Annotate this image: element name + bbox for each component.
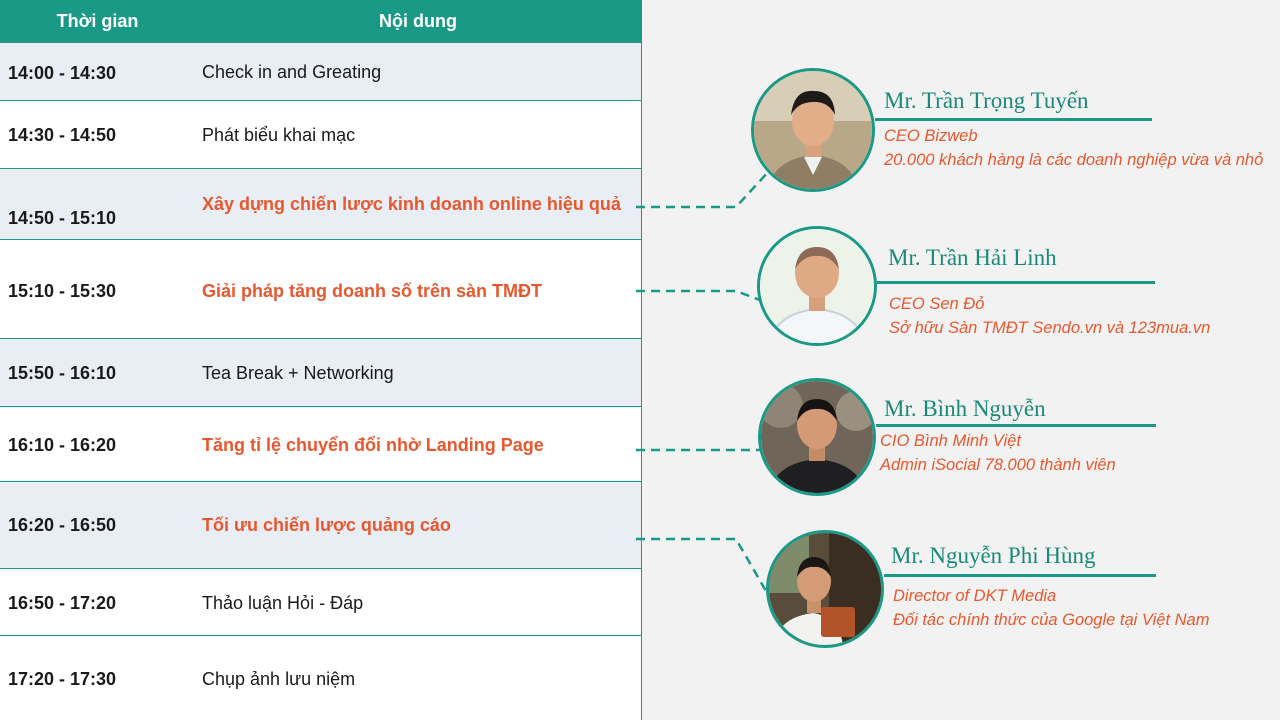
agenda-row: 16:10 - 16:20 Tăng tỉ lệ chuyển đổi nhờ … <box>0 406 641 481</box>
agenda-time: 14:00 - 14:30 <box>8 63 117 83</box>
agenda-time: 15:10 - 15:30 <box>8 281 117 301</box>
agenda-content: Phát biểu khai mạc <box>202 125 356 145</box>
connector-line <box>636 169 771 209</box>
agenda-row: 14:00 - 14:30 Check in and Greating <box>0 42 641 100</box>
speaker-title: Director of DKT Media <box>893 587 1057 605</box>
speaker-description: Sở hữu Sàn TMĐT Sendo.vn và 123mua.vn <box>889 319 1211 337</box>
speaker-underline <box>877 281 1155 284</box>
agenda-row: 14:50 - 15:10 Xây dựng chiến lược kinh d… <box>0 168 641 239</box>
speaker-name: Mr. Trần Trọng Tuyến <box>884 88 1089 113</box>
speaker-description: 20.000 khách hàng là các doanh nghiệp vừ… <box>884 151 1264 169</box>
agenda-content-highlight: Tối ưu chiến lược quảng cáo <box>202 515 451 535</box>
agenda-row: 16:50 - 17:20 Thảo luận Hỏi - Đáp <box>0 568 641 635</box>
agenda-row: 14:30 - 14:50 Phát biểu khai mạc <box>0 100 641 168</box>
agenda-content: Check in and Greating <box>202 62 382 82</box>
speaker-description: Đối tác chính thức của Google tại Việt N… <box>893 611 1210 629</box>
time-column-header: Thời gian <box>56 11 139 31</box>
speaker-info: CIO Bình Minh Việt Admin iSocial 78.000 … <box>880 429 1116 477</box>
speaker-name: Mr. Bình Nguyễn <box>884 396 1046 421</box>
speaker-info: CEO Bizweb 20.000 khách hàng là các doan… <box>884 124 1263 172</box>
agenda-time: 14:50 - 15:10 <box>8 208 117 228</box>
speaker-title: CIO Bình Minh Việt <box>880 432 1021 450</box>
speaker-title: CEO Bizweb <box>884 127 978 145</box>
agenda-row: 16:20 - 16:50 Tối ưu chiến lược quảng cá… <box>0 481 641 568</box>
speaker-underline <box>876 424 1156 427</box>
agenda-content: Chụp ảnh lưu niệm <box>202 669 356 689</box>
speaker-name: Mr. Trần Hải Linh <box>888 245 1057 270</box>
agenda-content: Thảo luận Hỏi - Đáp <box>202 593 364 613</box>
content-column-header: Nội dung <box>379 11 457 31</box>
agenda-content-highlight: Giải pháp tăng doanh số trên sàn TMĐT <box>202 281 543 301</box>
agenda-time: 16:10 - 16:20 <box>8 435 117 455</box>
speaker-underline <box>875 118 1152 121</box>
agenda-table: Thời gian Nội dung 14:00 - 14:30 Check i… <box>0 0 642 720</box>
connector-line <box>636 537 772 599</box>
speaker-name: Mr. Nguyễn Phi Hùng <box>891 543 1096 568</box>
speaker-info: Director of DKT Media Đối tác chính thức… <box>893 584 1209 632</box>
speaker-avatar <box>757 226 877 346</box>
speaker-avatar <box>758 378 876 496</box>
connector-line <box>636 289 761 302</box>
agenda-time: 16:20 - 16:50 <box>8 515 117 535</box>
speaker-description: Admin iSocial 78.000 thành viên <box>880 456 1116 474</box>
agenda-time: 17:20 - 17:30 <box>8 669 117 689</box>
agenda-content-highlight: Xây dựng chiến lược kinh doanh online hi… <box>202 194 621 214</box>
speaker-avatar <box>751 68 875 192</box>
agenda-header: Thời gian Nội dung <box>0 0 641 42</box>
agenda-content: Tea Break + Networking <box>202 363 394 383</box>
speaker-underline <box>884 574 1156 577</box>
agenda-time: 14:30 - 14:50 <box>8 125 117 145</box>
agenda-time: 16:50 - 17:20 <box>8 593 117 613</box>
agenda-row: 17:20 - 17:30 Chụp ảnh lưu niệm <box>0 635 641 720</box>
agenda-row: 15:10 - 15:30 Giải pháp tăng doanh số tr… <box>0 239 641 338</box>
agenda-time: 15:50 - 16:10 <box>8 363 117 383</box>
agenda-row: 15:50 - 16:10 Tea Break + Networking <box>0 338 641 406</box>
speaker-title: CEO Sen Đỏ <box>889 295 985 313</box>
agenda-content-highlight: Tăng tỉ lệ chuyển đổi nhờ Landing Page <box>202 435 544 455</box>
speaker-avatar <box>766 530 884 648</box>
speaker-info: CEO Sen Đỏ Sở hữu Sàn TMĐT Sendo.vn và 1… <box>889 292 1210 340</box>
